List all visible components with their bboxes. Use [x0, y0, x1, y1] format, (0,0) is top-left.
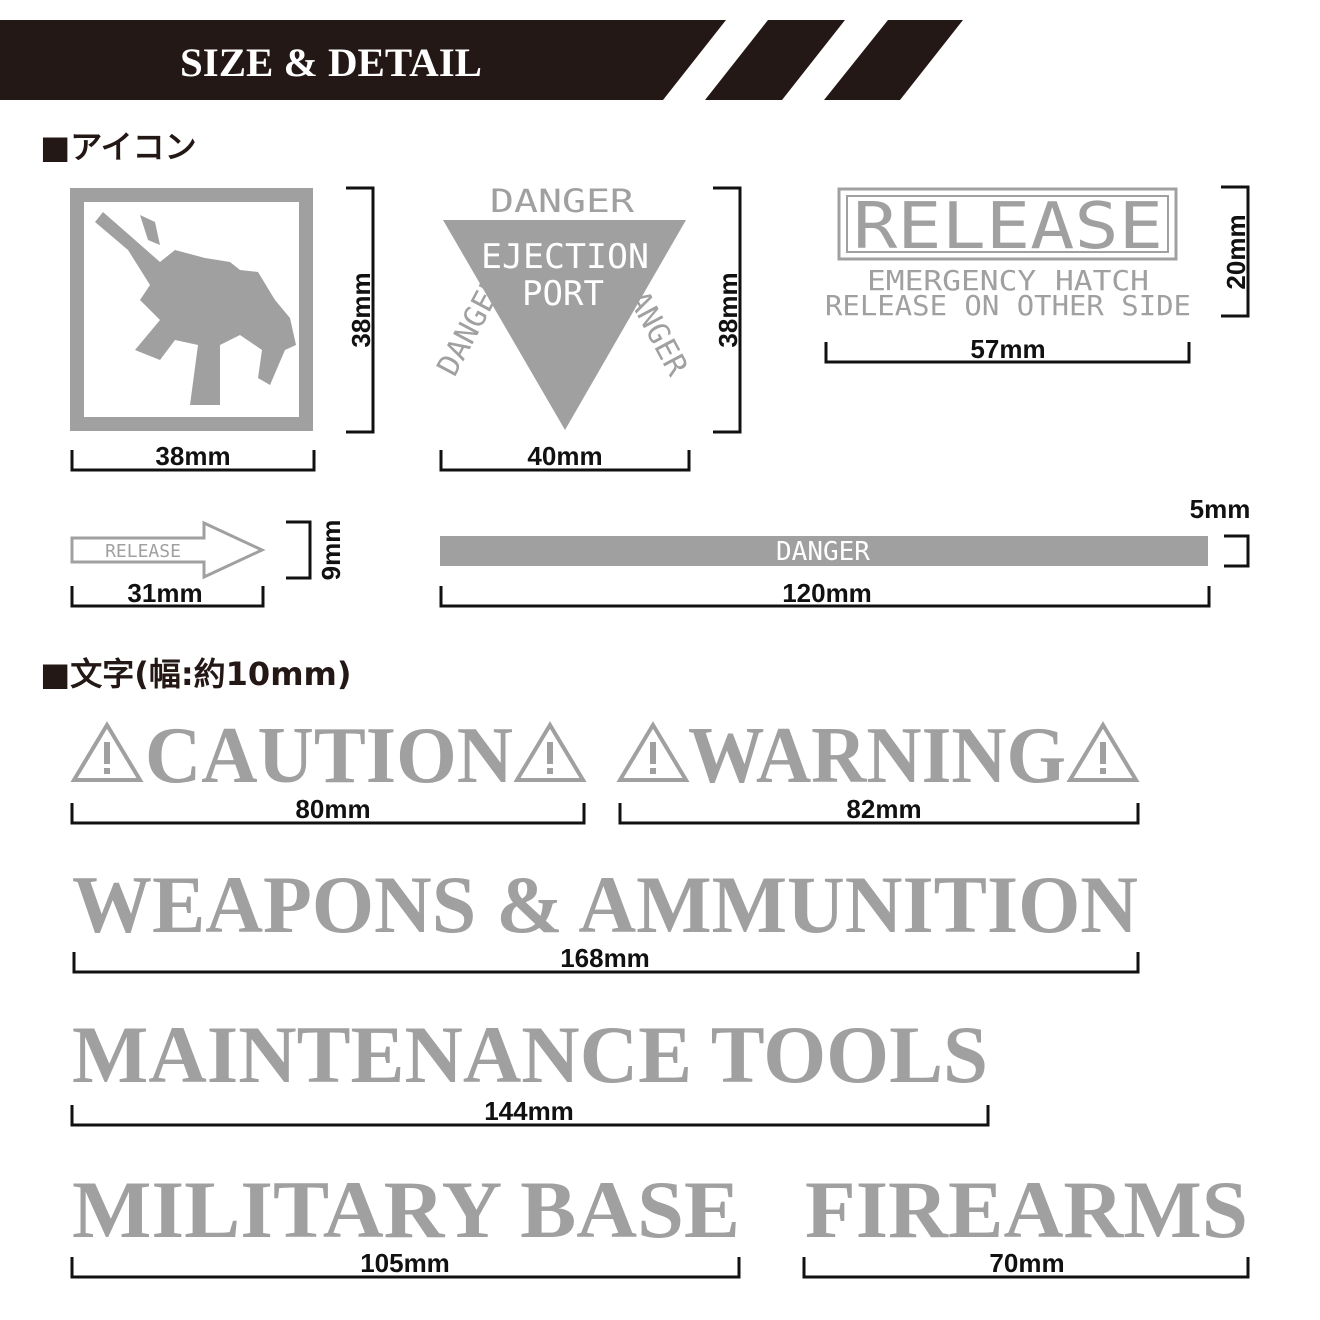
release-line1: EMERGENCY HATCH [867, 264, 1149, 297]
ejection-left-label: DANGER [431, 269, 513, 382]
warning-triangle-icon [70, 721, 144, 782]
arrow-height: 9mm [316, 520, 346, 581]
caution-width: 80mm [295, 794, 370, 824]
width-bracket [802, 1257, 1250, 1279]
firearms-text: FIREARMS [805, 1164, 1248, 1255]
warning-width: 82mm [846, 794, 921, 824]
width-bracket [618, 803, 1140, 825]
warning-triangle-icon [616, 721, 690, 782]
width-bracket [72, 952, 1140, 974]
height-bracket [286, 520, 312, 580]
rifle-height: 38mm [346, 272, 376, 347]
width-bracket [70, 586, 265, 608]
height-bracket [1224, 534, 1250, 568]
banner-title: SIZE & DETAIL [180, 40, 482, 85]
warning-triangle-icon [1066, 721, 1140, 782]
width-bracket [70, 450, 316, 472]
height-bracket [346, 186, 375, 434]
width-bracket [824, 342, 1191, 364]
warning-triangle-icon [513, 721, 587, 782]
military-base-width: 105mm [360, 1248, 450, 1278]
banner: SIZE & DETAIL [0, 20, 963, 100]
release-height: 20mm [1221, 214, 1251, 289]
ejection-line1: EJECTION [481, 237, 649, 277]
danger-bar-sticker: DANGER [440, 536, 1208, 567]
height-bracket [1221, 185, 1250, 318]
icons-heading: ■アイコン [40, 128, 197, 166]
arrow-width: 31mm [127, 578, 202, 608]
ejection-line2: PORT [522, 274, 604, 314]
ejection-width: 40mm [527, 441, 602, 471]
release-arrow-sticker: RELEASE [70, 520, 266, 580]
ejection-port-sticker: DANGER EJECTION PORT DANGER DANGER [431, 182, 695, 430]
bar-height: 5mm [1190, 494, 1251, 524]
release-line2: RELEASE ON OTHER SIDE [825, 289, 1191, 322]
width-bracket [70, 1105, 990, 1127]
width-bracket [439, 586, 1211, 608]
ejection-top-label: DANGER [490, 182, 635, 220]
width-bracket [70, 803, 586, 825]
width-bracket [70, 1257, 741, 1279]
warning-text: WARNING [688, 712, 1066, 800]
text-heading: ■文字(幅:約10mm) [40, 655, 352, 693]
rifle-sticker [70, 188, 313, 431]
military-base-text: MILITARY BASE [72, 1164, 740, 1255]
rifle-icon [95, 212, 296, 405]
maintenance-text: MAINTENANCE TOOLS [72, 1009, 988, 1100]
firearms-width: 70mm [989, 1248, 1064, 1278]
weapons-width: 168mm [560, 943, 650, 973]
maintenance-width: 144mm [484, 1096, 574, 1126]
height-bracket [713, 186, 742, 434]
caution-word: CAUTION [70, 712, 587, 800]
arrow-label: RELEASE [105, 541, 181, 562]
release-width: 57mm [970, 334, 1045, 364]
warning-word: WARNING [616, 712, 1140, 800]
weapons-text: WEAPONS & AMMUNITION [72, 859, 1138, 950]
width-bracket [439, 450, 691, 472]
bar-width: 120mm [782, 578, 872, 608]
release-hatch-sticker: RELEASE EMERGENCY HATCH RELEASE ON OTHER… [825, 187, 1191, 322]
ejection-height: 38mm [713, 272, 743, 347]
danger-bar-label: DANGER [776, 537, 870, 567]
caution-text: CAUTION [145, 712, 513, 800]
rifle-width: 38mm [155, 441, 230, 471]
release-title: RELEASE [853, 190, 1163, 264]
